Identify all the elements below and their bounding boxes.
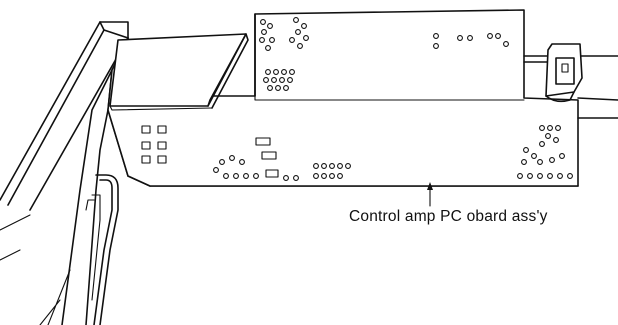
connector-clip	[523, 43, 618, 119]
via-hole	[213, 167, 219, 173]
via-hole	[229, 155, 235, 161]
via-hole	[301, 23, 307, 29]
daughter-board	[109, 33, 249, 111]
via-hole	[545, 133, 551, 139]
via-hole	[521, 159, 527, 165]
via-hole	[263, 77, 269, 83]
via-hole	[233, 173, 239, 179]
via-hole	[223, 173, 229, 179]
via-hole	[259, 37, 265, 43]
via-hole	[279, 77, 285, 83]
via-hole	[253, 173, 259, 179]
via-hole	[555, 125, 561, 131]
via-hole	[260, 19, 266, 25]
via-hole	[531, 153, 537, 159]
via-hole	[539, 125, 545, 131]
via-hole	[329, 173, 335, 179]
via-hole	[283, 175, 289, 181]
via-hole	[537, 159, 543, 165]
via-hole	[293, 17, 299, 23]
via-hole	[289, 37, 295, 43]
via-hole	[321, 173, 327, 179]
via-hole	[261, 29, 267, 35]
via-hole	[289, 69, 295, 75]
via-hole	[337, 163, 343, 169]
via-hole	[313, 173, 319, 179]
via-hole	[271, 77, 277, 83]
via-hole	[549, 157, 555, 163]
via-hole	[559, 153, 565, 159]
via-hole	[433, 33, 439, 39]
via-hole	[321, 163, 327, 169]
via-hole	[495, 33, 501, 39]
via-hole	[297, 43, 303, 49]
via-hole	[265, 69, 271, 75]
via-hole	[267, 85, 273, 91]
via-hole	[537, 173, 543, 179]
via-hole	[283, 85, 289, 91]
via-hole	[553, 137, 559, 143]
via-hole	[345, 163, 351, 169]
via-hole	[243, 173, 249, 179]
via-hole	[433, 43, 439, 49]
via-hole	[219, 159, 225, 165]
via-hole	[527, 173, 533, 179]
via-hole	[567, 173, 573, 179]
via-hole	[269, 37, 275, 43]
via-hole	[303, 35, 309, 41]
callout-label: Control amp PC obard ass'y	[349, 208, 548, 225]
via-hole	[287, 77, 293, 83]
via-hole	[267, 23, 273, 29]
via-hole	[503, 41, 509, 47]
via-hole	[275, 85, 281, 91]
callout-arrow	[427, 182, 433, 207]
via-hole	[313, 163, 319, 169]
via-hole	[273, 69, 279, 75]
via-hole	[467, 35, 473, 41]
via-hole	[329, 163, 335, 169]
via-hole	[457, 35, 463, 41]
via-hole	[239, 159, 245, 165]
via-hole	[337, 173, 343, 179]
via-hole	[547, 173, 553, 179]
via-hole	[547, 125, 553, 131]
via-hole	[487, 33, 493, 39]
via-hole	[295, 29, 301, 35]
via-hole	[265, 45, 271, 51]
via-hole	[293, 175, 299, 181]
via-hole	[523, 147, 529, 153]
via-hole	[557, 173, 563, 179]
via-hole	[517, 173, 523, 179]
ic-cluster	[141, 125, 279, 178]
via-hole	[281, 69, 287, 75]
via-hole	[539, 141, 545, 147]
